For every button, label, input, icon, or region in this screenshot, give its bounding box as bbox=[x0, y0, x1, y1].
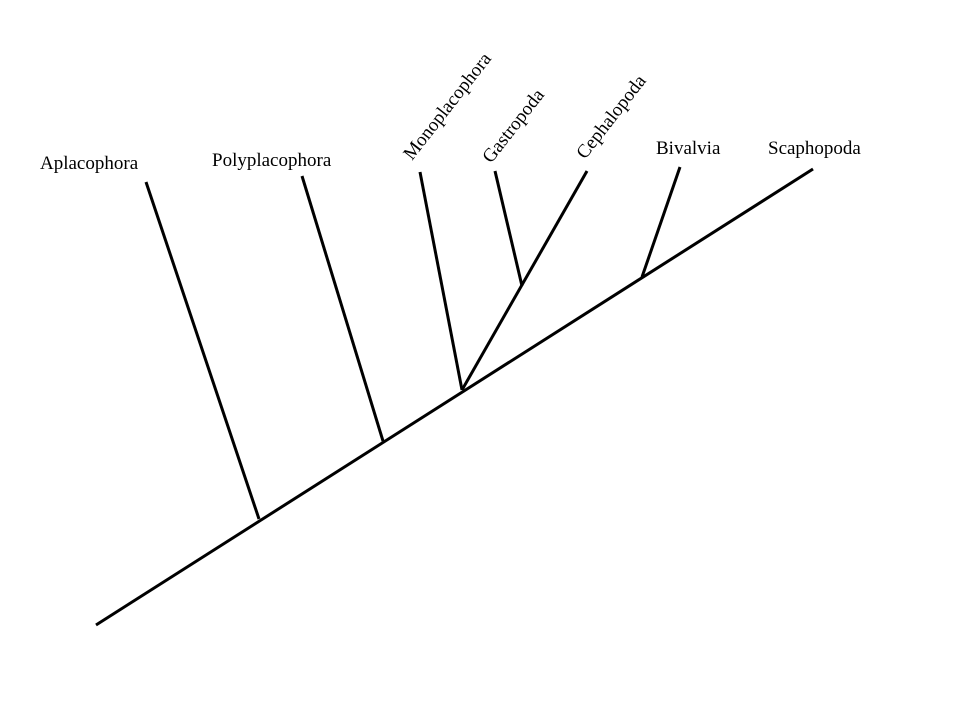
taxon-label-polyplacophora: Polyplacophora bbox=[212, 150, 332, 171]
bivalvia-branch bbox=[640, 166, 682, 278]
taxon-label-aplacophora: Aplacophora bbox=[40, 153, 139, 174]
taxon-label-scaphopoda: Scaphopoda bbox=[768, 138, 861, 159]
main-spine-branch bbox=[95, 167, 814, 627]
taxon-label-bivalvia: Bivalvia bbox=[656, 138, 721, 159]
cephalopoda-branch bbox=[460, 170, 589, 391]
aplacophora-branch bbox=[144, 181, 261, 520]
gastropoda-branch bbox=[493, 170, 524, 287]
monoplacophora-branch bbox=[418, 171, 464, 391]
taxon-label-gastropoda: Gastropoda bbox=[478, 85, 549, 167]
taxon-label-monoplacophora: Monoplacophora bbox=[399, 48, 496, 164]
polyplacophora-branch bbox=[300, 175, 385, 442]
taxon-label-cephalopoda: Cephalopoda bbox=[572, 71, 651, 163]
